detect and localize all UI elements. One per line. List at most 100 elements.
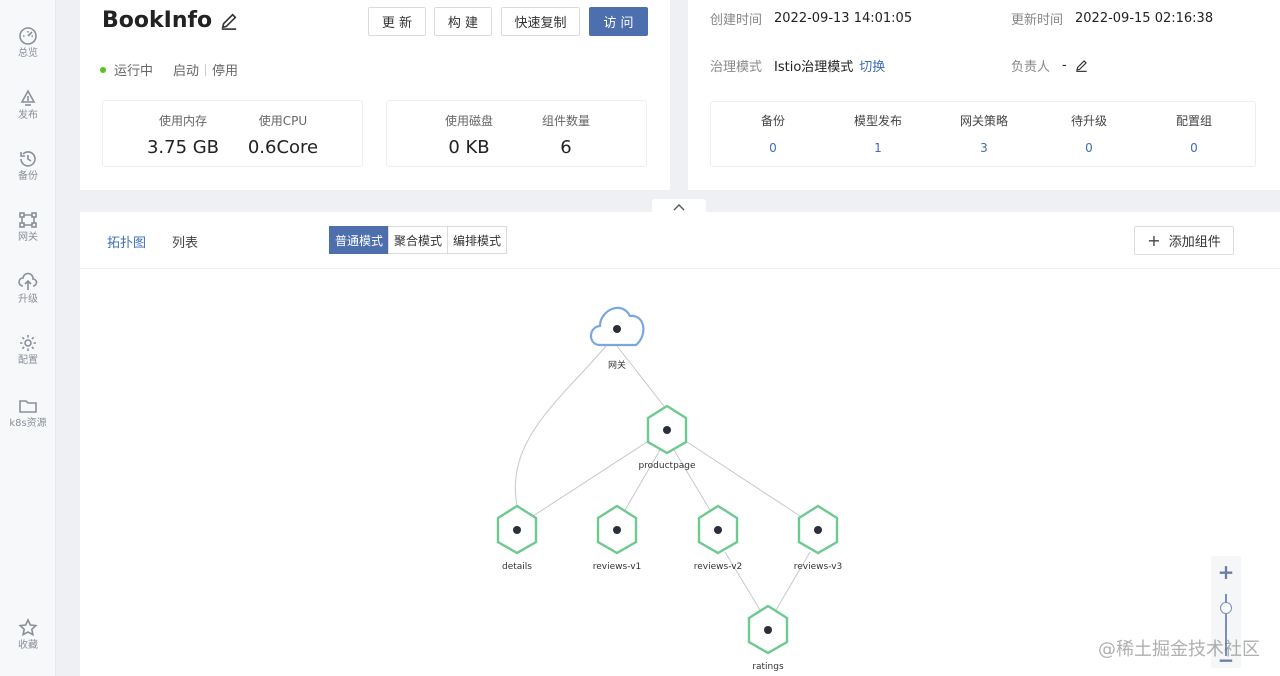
orchestrate-mode-button[interactable]: 编排模式 [447,226,508,254]
chevron-up-icon [673,204,685,211]
publish-icon [20,89,36,106]
reviews-v3-node[interactable]: reviews-v3 [794,504,843,572]
visit-button[interactable]: 访 问 [589,7,648,36]
gateway-node[interactable]: 网关 [589,306,645,371]
node-dot [513,526,521,534]
node-label: ratings [752,662,784,672]
resource-usage-card: 使用内存 3.75 GB 使用CPU 0.6Core [102,100,363,167]
sidebar-item-backup[interactable]: 备份 [0,149,56,183]
updated-label: 更新时间 [1011,13,1064,28]
node-dot [613,526,621,534]
memory-label: 使用内存 [158,114,207,128]
stat-label: 待升级 [1070,114,1107,128]
reviews-v2-node[interactable]: reviews-v2 [694,504,743,572]
components-metric: 组件数量 6 [526,112,606,158]
tab-list[interactable]: 列表 [172,236,199,251]
edge-gateway-productpage [616,345,668,411]
stat-value: 3 [980,141,988,155]
edge-productpage-reviews-v3 [683,439,804,519]
stat-value: 0 [1190,141,1198,155]
app-status: 运行中 启动 停用 [100,60,238,79]
switch-governance-link[interactable]: 切换 [859,60,886,75]
sidebar-item-gateway[interactable]: 网关 [0,210,56,244]
dashboard-icon [19,27,37,45]
sidebar-item-overview[interactable]: 总览 [0,26,56,60]
cpu-label: 使用CPU [258,114,308,128]
collapse-toggle[interactable] [652,199,706,215]
node-label: reviews-v1 [593,562,642,572]
quick-copy-button[interactable]: 快速复制 [501,7,580,36]
productpage-node[interactable]: productpage [638,404,696,471]
start-link[interactable]: 启动 [173,64,200,79]
owner: 负责人 - [1011,56,1088,75]
node-dot [714,526,722,534]
updated-value: 2022-09-15 02:16:38 [1075,11,1214,26]
stat-backup[interactable]: 备份 0 [728,112,818,155]
stat-config-group[interactable]: 配置组 0 [1149,112,1239,155]
folder-icon [19,400,37,413]
stat-value: 0 [1085,141,1093,155]
edit-owner-icon[interactable] [1075,59,1088,72]
ratings-node[interactable]: ratings [747,604,789,672]
cpu-metric: 使用CPU 0.6Core [243,112,323,158]
backup-icon [20,151,36,167]
node-label: 网关 [608,359,626,371]
watermark: @稀土掘金技术社区 [1098,639,1260,660]
stat-model-release[interactable]: 模型发布 1 [833,112,923,155]
edge-reviews-v2-ratings [724,551,761,611]
sidebar-item-label: 配置 [18,355,38,366]
gear-icon [20,335,36,351]
divider [205,63,207,76]
node-label: reviews-v3 [794,562,843,572]
plus-icon: + [1147,231,1161,250]
tab-topology[interactable]: 拓扑图 [107,236,147,251]
build-button[interactable]: 构 建 [434,7,492,36]
components-value: 6 [560,137,572,158]
edge-productpage-details [529,439,651,519]
sidebar-item-label: 收藏 [18,640,38,651]
stats-card: 备份 0 模型发布 1 网关策略 3 待升级 0 配置组 0 [710,101,1256,167]
edit-icon[interactable] [220,12,238,30]
status-text: 运行中 [114,64,154,79]
memory-metric: 使用内存 3.75 GB [143,112,223,158]
zoom-out-button[interactable]: − [1217,648,1235,672]
owner-label: 负责人 [1011,60,1051,75]
sidebar-item-label: 备份 [18,171,38,182]
reviews-v1-node[interactable]: reviews-v1 [593,504,642,572]
governance-value: Istio治理模式 [774,60,854,75]
sidebar-item-k8s[interactable]: k8s资源 [0,396,56,430]
zoom-track[interactable] [1225,594,1227,656]
upgrade-icon [18,272,38,290]
sidebar-item-label: 总览 [18,48,38,59]
topology-edges [514,345,811,611]
stat-pending-upgrade[interactable]: 待升级 0 [1044,112,1134,155]
sidebar-item-label: k8s资源 [9,418,47,429]
sidebar-item-publish[interactable]: 发布 [0,88,56,122]
disk-label: 使用磁盘 [444,114,493,128]
stop-link[interactable]: 停用 [212,64,239,79]
zoom-in-button[interactable]: + [1217,560,1235,584]
update-button[interactable]: 更 新 [368,7,426,36]
sidebar-item-upgrade[interactable]: 升级 [0,272,56,306]
created-value: 2022-09-13 14:01:05 [774,11,913,26]
node-label: productpage [638,461,696,471]
aggregate-mode-button[interactable]: 聚合模式 [388,226,449,254]
stat-gateway-policy[interactable]: 网关策略 3 [939,112,1029,155]
edge-gateway-details [514,345,607,507]
stat-label: 配置组 [1175,114,1212,128]
sidebar-item-favorites[interactable]: 收藏 [0,618,56,652]
sidebar-item-label: 发布 [18,110,38,121]
stat-label: 网关策略 [959,114,1008,128]
governance-label: 治理模式 [710,60,763,75]
sidebar-item-config[interactable]: 配置 [0,333,56,367]
zoom-slider-handle[interactable] [1220,602,1232,614]
stat-label: 模型发布 [853,114,902,128]
add-component-button[interactable]: + 添加组件 [1134,226,1234,255]
details-node[interactable]: details [496,504,538,572]
zoom-control: + − [1211,556,1241,672]
owner-value: - [1062,58,1067,73]
app-summary-panel: BookInfo 更 新 构 建 快速复制 访 问 运行中 启动 停用 使用内存… [80,0,670,190]
app-name: BookInfo [102,8,213,33]
node-dot [613,325,621,333]
